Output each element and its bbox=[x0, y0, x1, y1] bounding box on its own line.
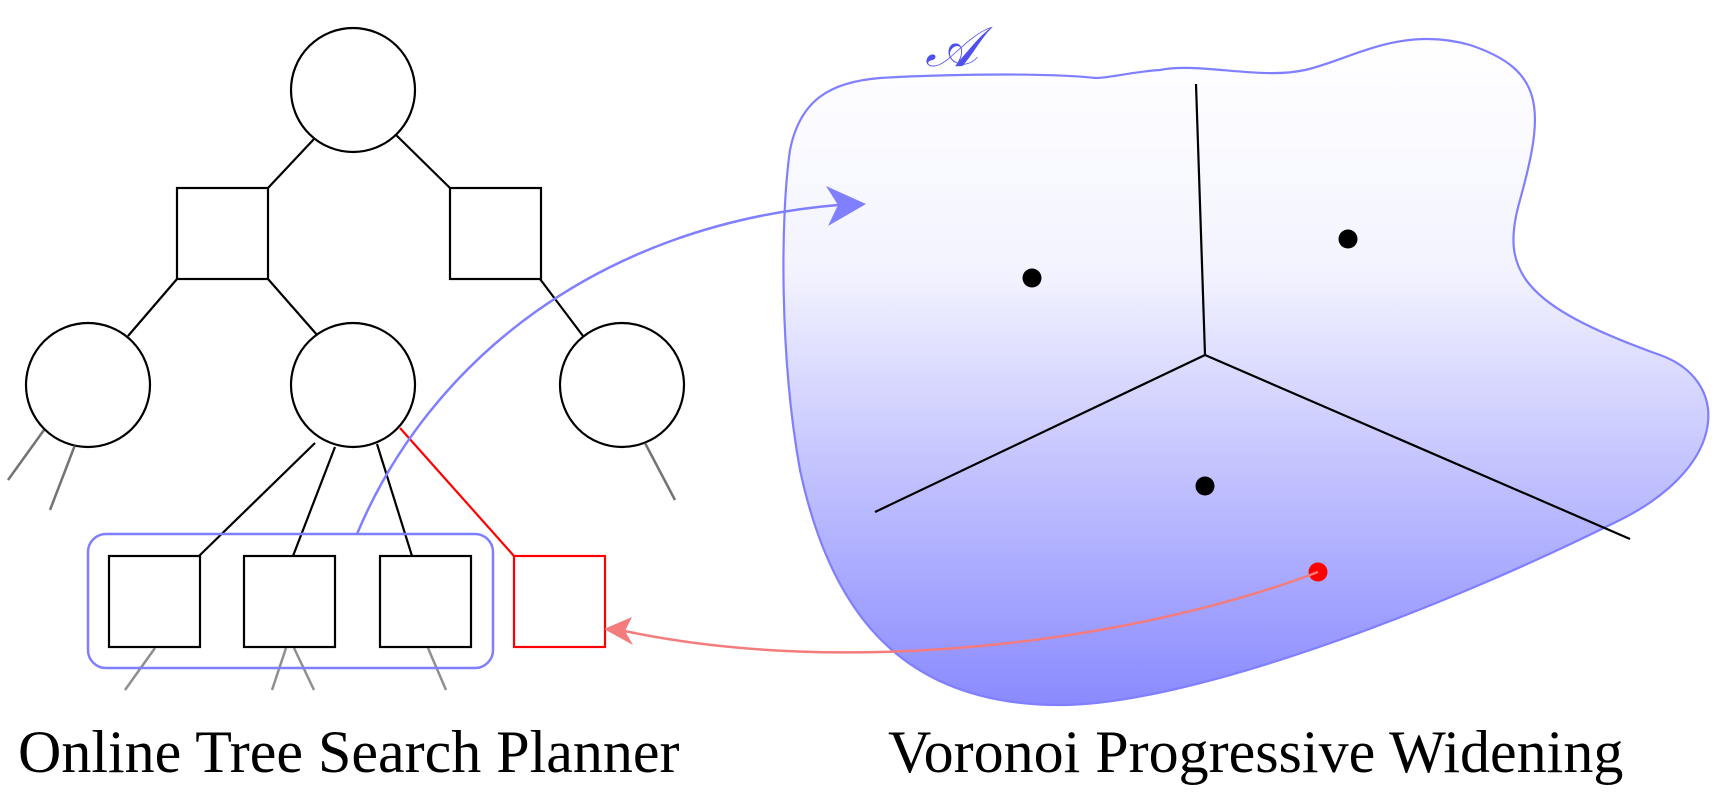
root-observation-node bbox=[289, 26, 417, 154]
arrowhead-icon bbox=[826, 186, 866, 226]
new-action-node bbox=[512, 554, 607, 649]
new-sample-arrow bbox=[619, 570, 1319, 654]
action-node bbox=[242, 554, 337, 649]
expanded-observation-node bbox=[289, 321, 417, 449]
voronoi-edge-left bbox=[874, 354, 1206, 513]
tree-edge bbox=[267, 278, 319, 337]
mapping-arrow bbox=[355, 203, 839, 535]
child-action-nodes bbox=[107, 554, 607, 649]
sample-point bbox=[1338, 229, 1358, 249]
voronoi-edge-top bbox=[1194, 83, 1207, 356]
tree-edge bbox=[375, 443, 414, 557]
action-node bbox=[378, 554, 473, 649]
tree-edge bbox=[393, 132, 451, 189]
observation-node bbox=[24, 321, 152, 449]
action-node bbox=[175, 186, 270, 281]
action-node bbox=[107, 554, 202, 649]
tree-edge bbox=[127, 278, 178, 337]
existing-actions-group bbox=[86, 532, 495, 670]
arrowhead-icon bbox=[604, 617, 633, 645]
tree-edge bbox=[539, 278, 584, 337]
voronoi-caption: Voronoi Progressive Widening bbox=[888, 719, 1624, 785]
search-tree bbox=[24, 26, 686, 557]
sample-point bbox=[1195, 476, 1215, 496]
new-action-edge bbox=[399, 427, 515, 557]
sample-point bbox=[1022, 268, 1042, 288]
tree-edge bbox=[291, 446, 337, 557]
tree-caption: Online Tree Search Planner bbox=[18, 719, 680, 785]
observation-node bbox=[558, 321, 686, 449]
action-node bbox=[448, 186, 543, 281]
voronoi-panel: 𝒜 bbox=[782, 15, 1710, 707]
voronoi-edge-right bbox=[1204, 353, 1631, 541]
action-space-label: 𝒜 bbox=[925, 15, 993, 80]
tree-edge bbox=[267, 138, 315, 189]
tree-edge bbox=[198, 442, 316, 557]
